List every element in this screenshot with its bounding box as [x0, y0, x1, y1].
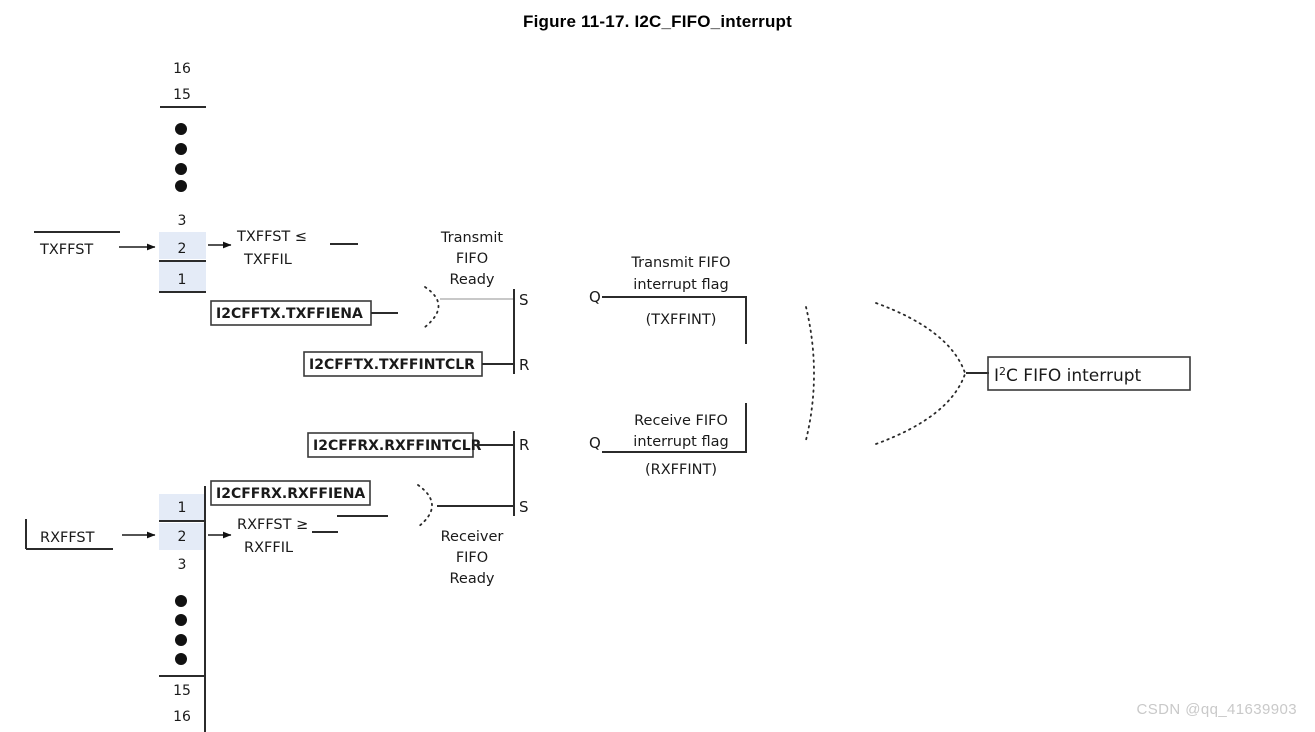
- rx-compare-line2: RXFFIL: [244, 540, 293, 556]
- rx-sr-latch: R S: [513, 431, 529, 516]
- rxffst-input: RXFFST: [25, 519, 156, 550]
- rx-flag-line3: (RXFFINT): [645, 462, 717, 478]
- rx-q-label: Q: [589, 434, 601, 452]
- rx-q-output: Q Receive FIFO interrupt flag (RXFFINT): [589, 403, 747, 478]
- rx-flag-line1: Receive FIFO: [634, 413, 728, 429]
- tx-gate-label-3: Ready: [449, 272, 494, 288]
- tx-flag-line1: Transmit FIFO: [630, 255, 730, 271]
- tx-sr-latch: S R: [513, 289, 529, 374]
- tx-compare-line2: TXFFIL: [243, 252, 292, 268]
- rx-compare: RXFFST ≥ RXFFIL: [208, 515, 388, 556]
- tx-enable-box-label: I2CFFTX.TXFFIENA: [216, 306, 363, 322]
- tx-gate-label-1: Transmit: [440, 230, 503, 246]
- tx-and-gate: Transmit FIFO Ready: [424, 230, 513, 328]
- output-box-label: I2C FIFO interrupt: [994, 365, 1142, 386]
- output-main: C FIFO interrupt: [1006, 366, 1141, 386]
- rx-level-1: 1: [178, 500, 187, 516]
- rx-fifo-stack: 1 2 3 15 16: [159, 486, 206, 732]
- rx-latch-reset-label: R: [519, 436, 529, 454]
- txffst-label: TXFFST: [39, 242, 93, 258]
- rx-enable-box: I2CFFRX.RXFFIENA: [210, 480, 371, 506]
- rx-ellipsis-dot: [175, 595, 187, 607]
- tx-compare-line1: TXFFST ≤: [236, 229, 307, 245]
- tx-enable-box: I2CFFTX.TXFFIENA: [210, 300, 398, 326]
- rx-flag-wire: [602, 403, 747, 453]
- rx-enable-box-outline: [210, 480, 371, 506]
- rx-clear-box-label: I2CFFRX.RXFFINTCLR: [313, 438, 482, 454]
- tx-level-3: 3: [178, 213, 187, 229]
- rx-enable-box-label: I2CFFRX.RXFFIENA: [216, 486, 365, 502]
- or-gate-back-arc: [805, 306, 815, 441]
- or-gate-top-arc: [875, 302, 966, 374]
- tx-level-1: 1: [178, 272, 187, 288]
- tx-level-15: 15: [173, 87, 191, 103]
- tx-ellipsis-dot: [175, 180, 187, 192]
- tx-clear-box-label: I2CFFTX.TXFFINTCLR: [309, 357, 475, 373]
- rxffst-label: RXFFST: [40, 530, 95, 546]
- csdn-watermark: CSDN @qq_41639903: [1136, 701, 1297, 718]
- rx-gate-label-2: FIFO: [456, 550, 488, 566]
- rx-level-15: 15: [173, 683, 191, 699]
- rx-ellipsis-dot: [175, 634, 187, 646]
- tx-cell-2-highlight: [159, 232, 206, 259]
- tx-compare: TXFFST ≤ TXFFIL: [208, 229, 358, 268]
- tx-clear-box: I2CFFTX.TXFFINTCLR: [303, 351, 513, 377]
- page-title: Figure 11-17. I2C_FIFO_interrupt: [522, 12, 793, 31]
- tx-flag-line2: interrupt flag: [633, 277, 728, 293]
- tx-q-output: Q Transmit FIFO interrupt flag (TXFFINT): [589, 255, 747, 344]
- tx-level-16: 16: [173, 61, 191, 77]
- tx-latch-reset-label: R: [519, 356, 529, 374]
- tx-q-label: Q: [589, 288, 601, 306]
- tx-flag-wire: [602, 296, 747, 344]
- rx-cell-1-highlight: [159, 494, 206, 520]
- rx-latch-set-label: S: [519, 498, 529, 516]
- output-box: I2C FIFO interrupt: [987, 356, 1191, 391]
- tx-latch-set-label: S: [519, 291, 529, 309]
- rx-ellipsis-dot: [175, 653, 187, 665]
- tx-level-2: 2: [178, 241, 187, 257]
- output-or-gate: [805, 302, 989, 445]
- tx-ellipsis-dot: [175, 143, 187, 155]
- output-box-outline: [987, 356, 1191, 391]
- tx-ellipsis-dot: [175, 123, 187, 135]
- tx-fifo-stack: 16 15 3 2 1: [159, 61, 206, 293]
- tx-ellipsis-dot: [175, 163, 187, 175]
- tx-and-gate-arc: [424, 286, 440, 328]
- rx-clear-box: I2CFFRX.RXFFINTCLR: [307, 432, 513, 458]
- or-gate-bottom-arc: [875, 373, 966, 445]
- txffst-input: TXFFST: [34, 231, 156, 258]
- rx-level-2: 2: [178, 529, 187, 545]
- tx-gate-label-2: FIFO: [456, 251, 488, 267]
- rx-ellipsis-dot: [175, 614, 187, 626]
- tx-flag-line3: (TXFFINT): [646, 312, 717, 328]
- rx-gate-label-1: Receiver: [441, 529, 504, 545]
- rx-level-3: 3: [178, 557, 187, 573]
- rx-and-gate: Receiver FIFO Ready: [417, 484, 513, 587]
- output-superscript: 2: [999, 365, 1006, 378]
- rx-compare-line1: RXFFST ≥: [237, 517, 308, 533]
- rx-cell-2-highlight: [159, 523, 206, 550]
- rx-gate-label-3: Ready: [449, 571, 494, 587]
- rx-and-gate-arc: [417, 484, 433, 528]
- rx-flag-line2: interrupt flag: [633, 434, 728, 450]
- rx-level-16: 16: [173, 709, 191, 725]
- tx-cell-1-highlight: [159, 262, 206, 292]
- output-prefix: I: [994, 366, 999, 386]
